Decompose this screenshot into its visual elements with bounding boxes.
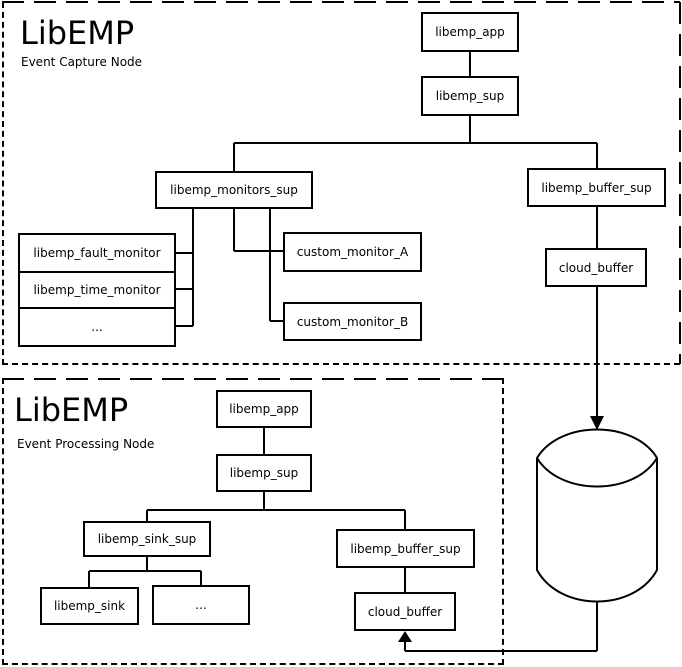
capture-libemp-sup-box: libemp_sup: [421, 76, 519, 116]
capture-buffer-sup-label: libemp_buffer_sup: [541, 180, 652, 195]
capture-monitors-sup-box: libemp_monitors_sup: [155, 171, 313, 209]
event-processing-node-frame: [2, 378, 504, 665]
custom-monitor-a-label: custom_monitor_A: [296, 245, 409, 259]
monitor-list-item-label: libemp_fault_monitor: [33, 246, 161, 260]
processing-sink-sup-label: libemp_sink_sup: [97, 532, 197, 546]
processing-cloud-buffer-box: cloud_buffer: [354, 592, 456, 631]
processing-libemp-app-box: libemp_app: [216, 390, 312, 428]
capture-node-subtitle: Event Capture Node: [21, 55, 143, 69]
processing-libemp-sup-box: libemp_sup: [216, 454, 312, 492]
arrow-into-processing-cloud-buffer: [398, 631, 412, 642]
monitor-list-item: libemp_time_monitor: [18, 271, 176, 309]
processing-cloud-buffer-label: cloud_buffer: [367, 604, 443, 619]
custom-monitor-b-box: custom_monitor_B: [283, 302, 422, 341]
processing-node-subtitle: Event Processing Node: [17, 437, 155, 451]
processing-node-title: LibEMP: [14, 391, 129, 429]
arrow-into-store: [590, 416, 604, 430]
event-capture-node-frame: [2, 2, 680, 365]
monitor-list-item: ...: [18, 307, 176, 347]
capture-node-title: LibEMP: [20, 14, 135, 52]
shared-storage-cylinder: [536, 428, 658, 603]
processing-sink-more-box: ...: [152, 585, 250, 625]
processing-libemp-sup-label: libemp_sup: [229, 466, 299, 480]
processing-buffer-sup-label: libemp_buffer_sup: [350, 541, 461, 556]
processing-sink-more-label: ...: [195, 598, 207, 612]
processing-sink-sup-box: libemp_sink_sup: [83, 521, 211, 557]
processing-sink-label: libemp_sink: [53, 599, 126, 613]
monitor-list-item-label: ...: [91, 320, 103, 334]
shared-storage-cylinder-rim: [536, 457, 658, 488]
capture-buffer-sup-box: libemp_buffer_sup: [527, 168, 666, 207]
capture-libemp-sup-label: libemp_sup: [435, 89, 505, 103]
capture-libemp-app-label: libemp_app: [435, 25, 505, 39]
capture-cloud-buffer-label: cloud_buffer: [558, 260, 634, 275]
monitor-list-item: libemp_fault_monitor: [18, 233, 176, 273]
capture-monitors-sup-label: libemp_monitors_sup: [170, 183, 298, 197]
processing-libemp-app-label: libemp_app: [229, 402, 299, 416]
processing-buffer-sup-box: libemp_buffer_sup: [336, 529, 475, 568]
processing-sink-box: libemp_sink: [40, 587, 139, 625]
capture-libemp-app-box: libemp_app: [421, 12, 519, 52]
custom-monitor-a-box: custom_monitor_A: [283, 232, 422, 272]
custom-monitor-b-label: custom_monitor_B: [296, 314, 409, 329]
monitor-list-item-label: libemp_time_monitor: [33, 283, 161, 297]
capture-cloud-buffer-box: cloud_buffer: [545, 248, 647, 287]
